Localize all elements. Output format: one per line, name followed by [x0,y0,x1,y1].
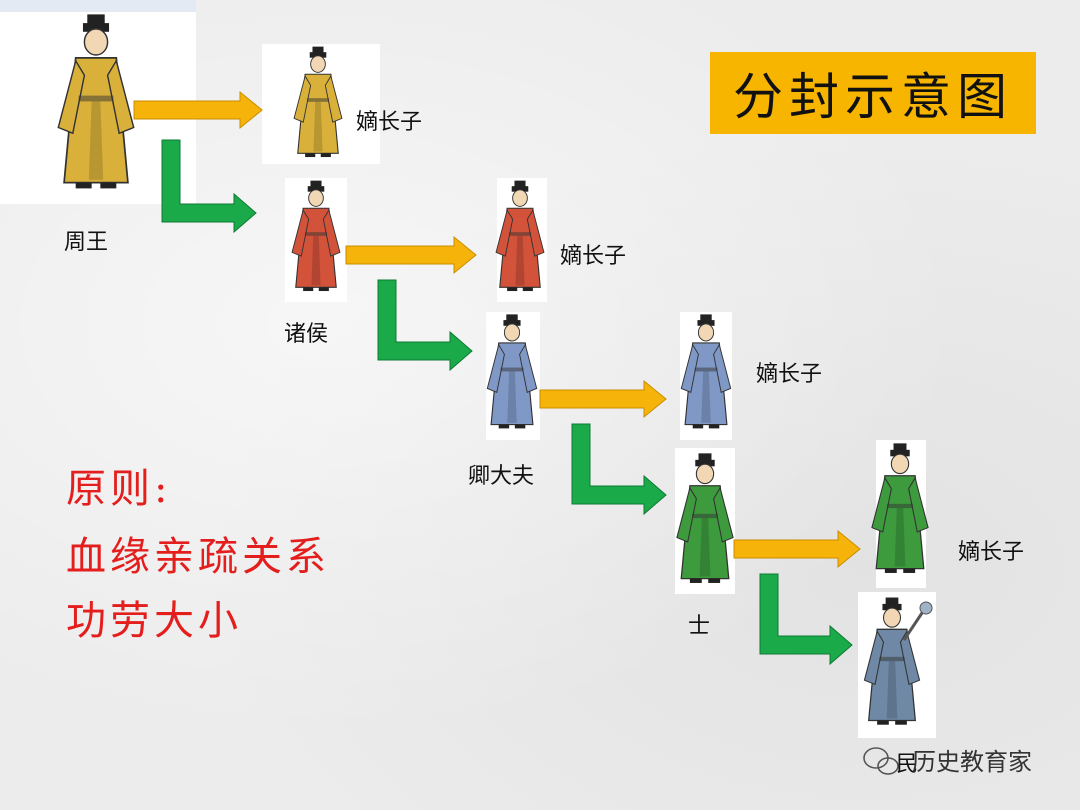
inherit-arrow-3 [539,379,667,419]
label-eldest-son-4: 嫡长子 [958,540,1025,565]
principle-heading: 原则: [66,466,172,512]
label-qing-dafu: 卿大夫 [468,464,535,489]
inherit-arrow-1 [133,90,263,130]
inherit-arrow-4 [733,529,861,569]
tool-handle [902,609,926,641]
tool-head [919,601,933,615]
diagram-title: 分封示意图 [733,68,1013,126]
wechat-icon [863,747,899,775]
background-panel [0,0,196,12]
label-eldest-son-1: 嫡长子 [356,110,423,135]
label-zhuhou: 诸侯 [284,322,329,347]
label-eldest-son-3: 嫡长子 [756,362,823,387]
principle-line-2: 功劳大小 [66,598,242,644]
title-box: 分封示意图 [710,52,1036,134]
enfeoff-arrow-3 [571,423,667,516]
label-zhou-wang: 周王 [64,230,109,255]
watermark: 历史教育家 [912,742,1032,777]
inherit-arrow-2 [345,235,477,275]
label-eldest-son-2: 嫡长子 [560,244,627,269]
enfeoff-arrow-4 [759,573,853,666]
enfeoff-arrow-2 [377,279,473,372]
principle-line-1: 血缘亲疏关系 [66,534,330,580]
enfeoff-arrow-1 [161,139,257,234]
label-min: 民 [896,752,919,777]
watermark-text: 历史教育家 [912,748,1032,776]
label-shi: 士 [688,614,711,639]
